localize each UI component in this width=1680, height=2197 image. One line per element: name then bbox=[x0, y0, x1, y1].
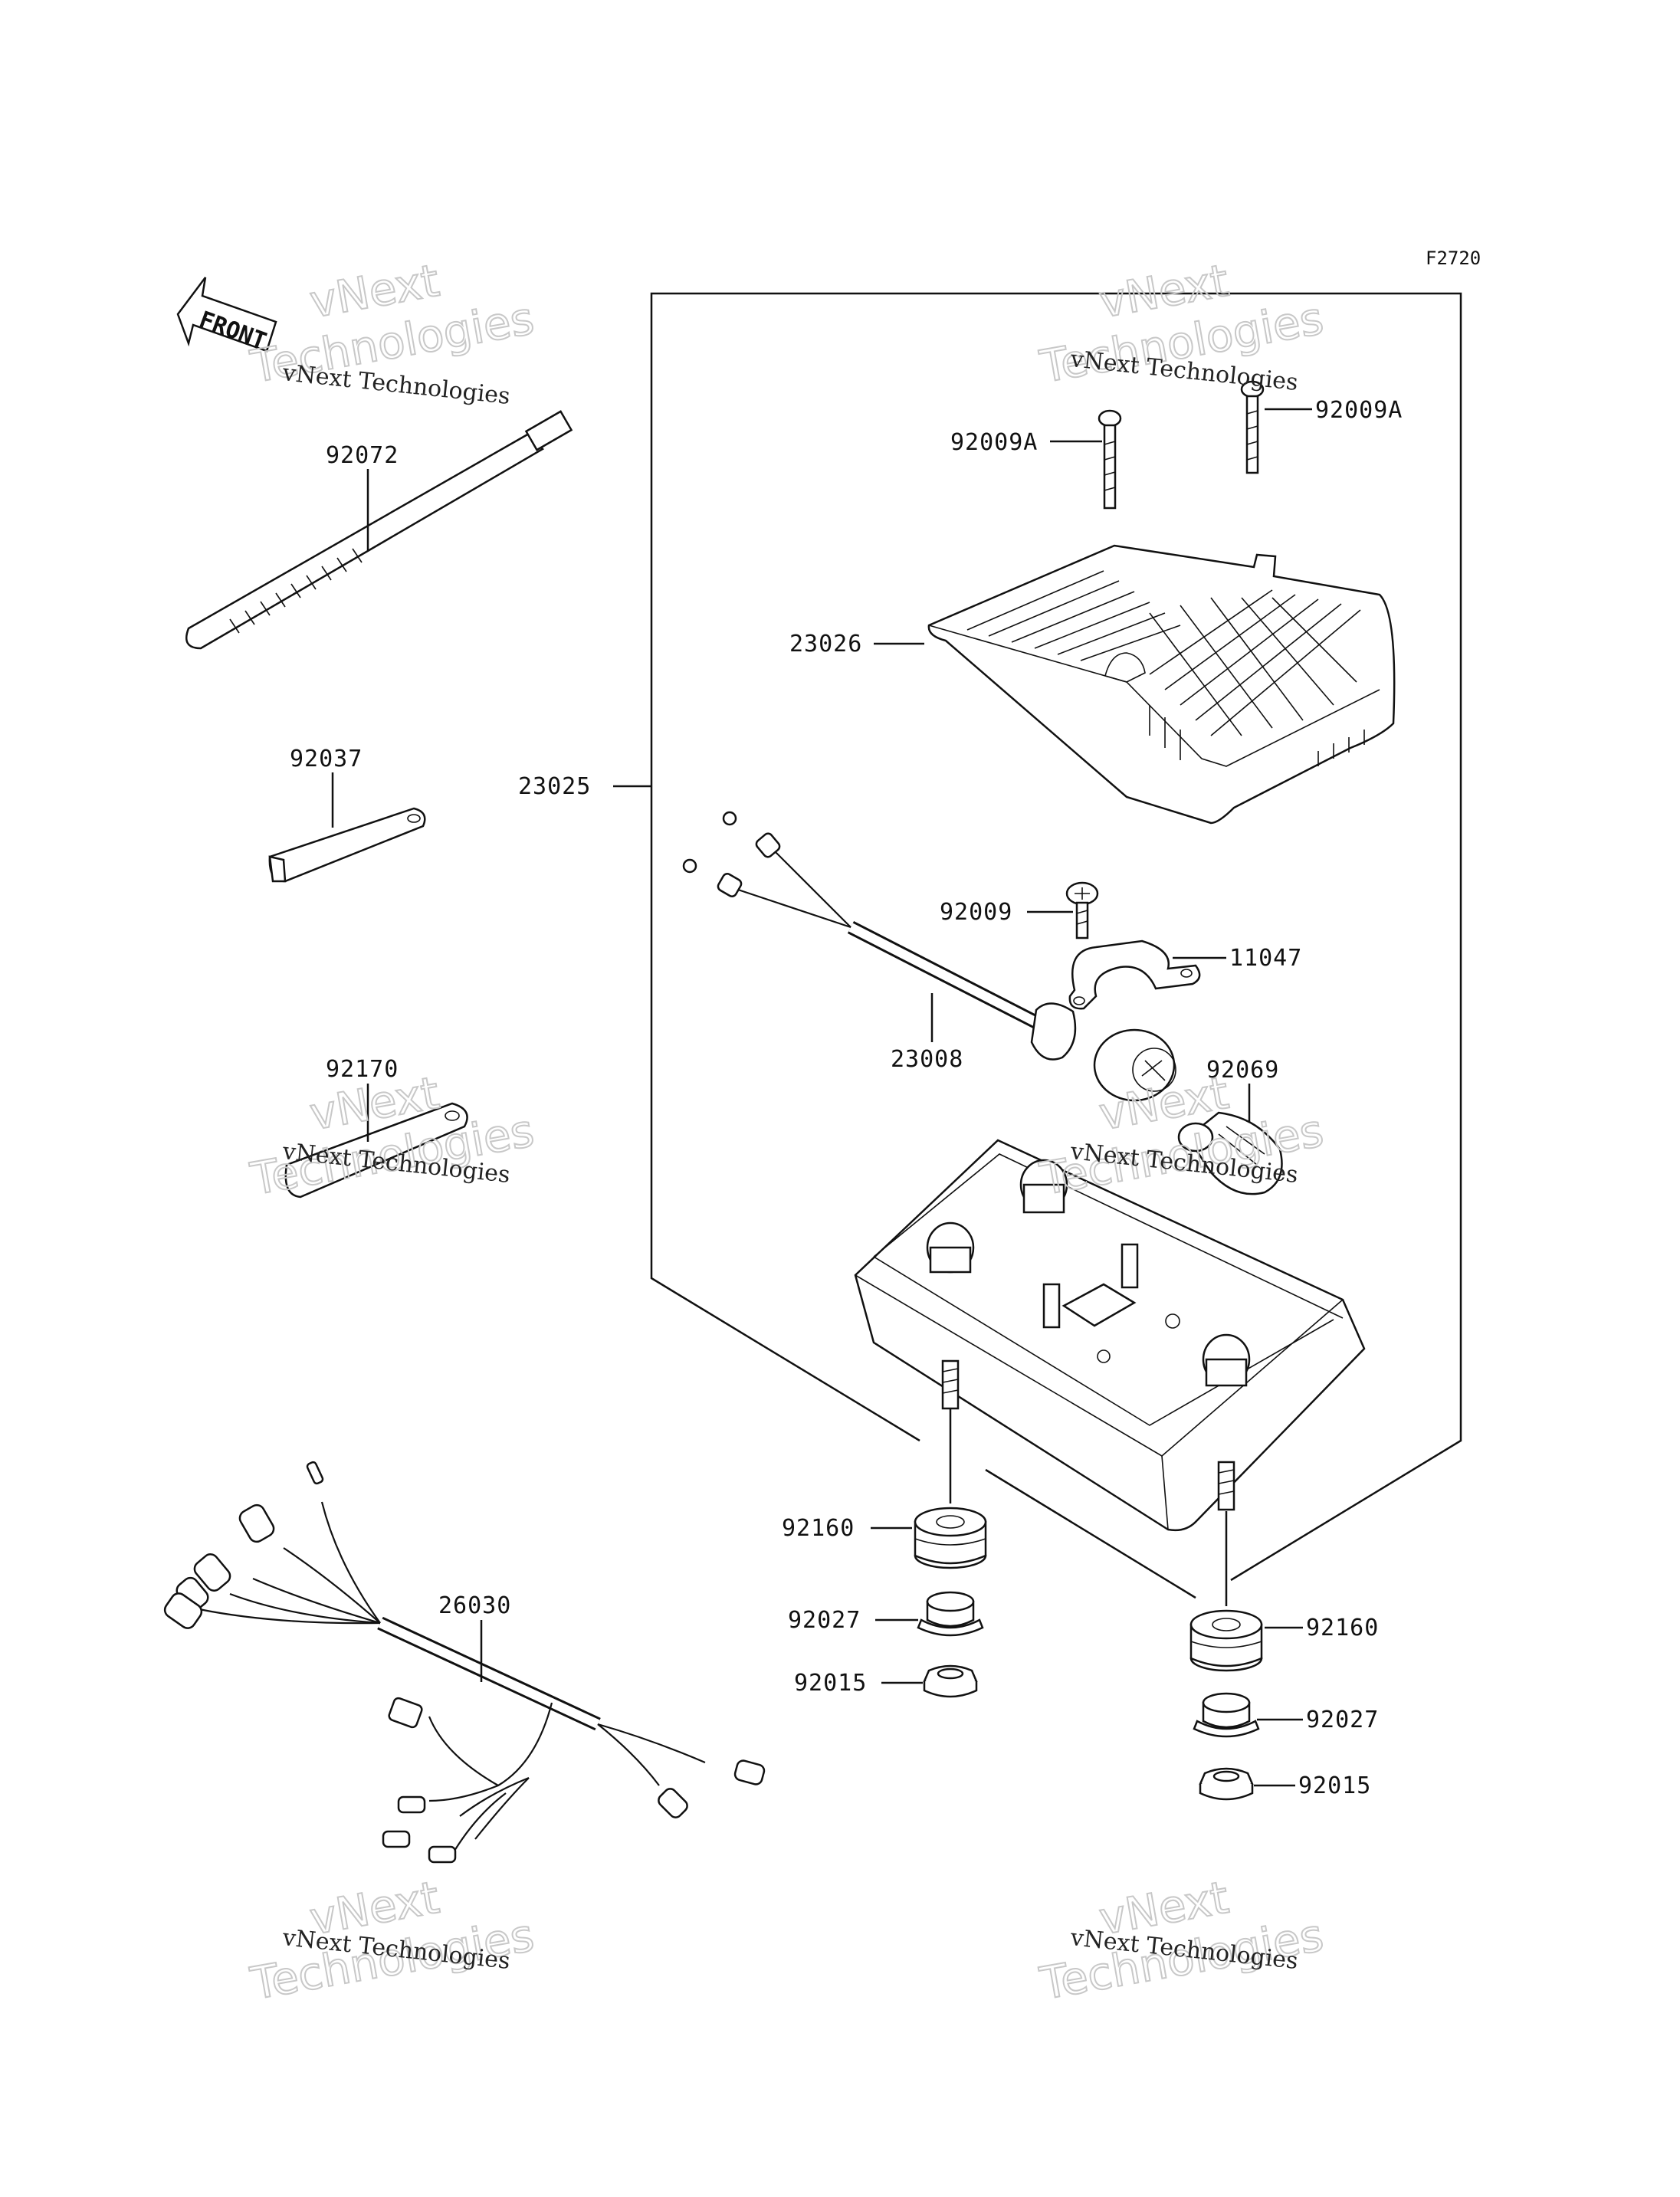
callout-92170: 92170 bbox=[326, 1056, 399, 1083]
collar-left-icon bbox=[917, 1591, 984, 1637]
callout-92069: 92069 bbox=[1206, 1057, 1279, 1084]
screw-icon bbox=[1065, 881, 1099, 939]
nut-right-icon bbox=[1199, 1767, 1254, 1801]
callout-23008: 23008 bbox=[891, 1046, 963, 1073]
callout-11047: 11047 bbox=[1229, 945, 1302, 972]
socket-cord-icon bbox=[682, 811, 1176, 1102]
callout-92009A-left: 92009A bbox=[950, 429, 1038, 456]
callout-92027-left: 92027 bbox=[788, 1607, 861, 1634]
lamp-housing-icon bbox=[854, 1139, 1366, 1532]
figure-code: F2720 bbox=[1426, 248, 1481, 269]
grommet-left-icon bbox=[914, 1507, 987, 1569]
callout-23026: 23026 bbox=[789, 631, 862, 657]
grommet-right-icon bbox=[1189, 1609, 1263, 1672]
callout-92015-right: 92015 bbox=[1298, 1772, 1371, 1799]
collar-right-icon bbox=[1193, 1692, 1260, 1738]
lens-icon bbox=[927, 544, 1396, 825]
callout-92160-left: 92160 bbox=[782, 1515, 855, 1542]
bracket-plate-2-icon bbox=[284, 1102, 468, 1199]
screw-a-left-icon bbox=[1098, 409, 1122, 510]
callout-92160-right: 92160 bbox=[1306, 1615, 1379, 1641]
assembly-frame bbox=[650, 292, 1462, 1599]
screw-a-right-icon bbox=[1240, 380, 1265, 474]
callout-92027-right: 92027 bbox=[1306, 1707, 1379, 1733]
callout-92009A-right: 92009A bbox=[1315, 397, 1403, 424]
callout-26030: 26030 bbox=[438, 1592, 511, 1619]
callout-92072: 92072 bbox=[326, 442, 399, 469]
clamp-icon bbox=[1068, 939, 1201, 1010]
watermark: vNext Technologies bbox=[1035, 254, 1328, 394]
cable-tie-icon bbox=[185, 410, 573, 650]
bulb-icon bbox=[1177, 1111, 1283, 1195]
wire-harness-icon bbox=[163, 1461, 766, 1864]
callout-23025: 23025 bbox=[518, 773, 591, 800]
callout-92009: 92009 bbox=[940, 899, 1012, 926]
callout-92015-left: 92015 bbox=[794, 1670, 867, 1697]
nut-left-icon bbox=[923, 1664, 978, 1698]
bracket-plate-icon bbox=[268, 807, 426, 883]
watermark: vNext Technologies bbox=[246, 1871, 539, 2011]
callout-92037: 92037 bbox=[290, 746, 363, 772]
